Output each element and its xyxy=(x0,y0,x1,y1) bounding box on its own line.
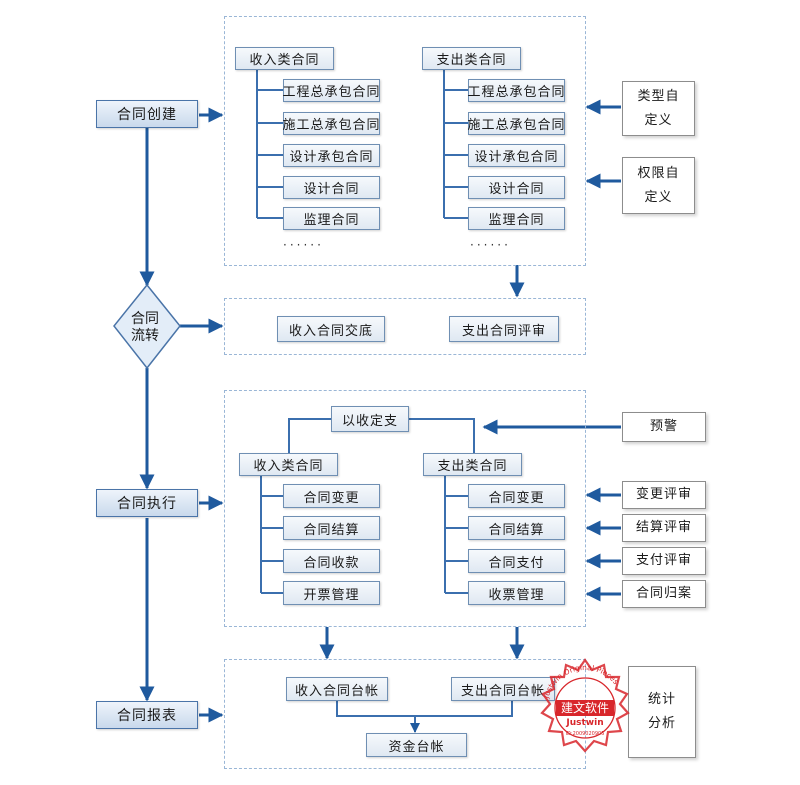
svg-text:Justwin Original Pieces: Justwin Original Pieces xyxy=(541,663,620,700)
stage-create[interactable]: 合同创建 xyxy=(96,100,198,128)
create-expense-header[interactable]: 支出类合同 xyxy=(422,47,521,70)
income-ledger-box[interactable]: 收入合同台帐 xyxy=(286,677,388,701)
stage-flow[interactable]: 合同 流转 xyxy=(113,311,177,345)
flow-group xyxy=(224,298,586,355)
tree-execute-expense xyxy=(444,474,468,594)
stage-report[interactable]: 合同报表 xyxy=(96,701,198,729)
create-expense-item[interactable]: 监理合同 xyxy=(468,207,565,230)
flow-decision-diamond xyxy=(113,283,181,370)
tree-report-merge xyxy=(336,700,513,732)
create-income-item[interactable]: 工程总承包合同 xyxy=(283,79,380,102)
execute-income-item[interactable]: 合同结算 xyxy=(283,516,380,540)
stage-flow-line1: 合同 xyxy=(131,311,159,327)
side-archive[interactable]: 合同归案 xyxy=(622,580,706,608)
seal-serial-text: ID:2009020905 xyxy=(566,731,605,737)
income-handover-box[interactable]: 收入合同交底 xyxy=(277,316,385,342)
side-settle-review[interactable]: 结算评审 xyxy=(622,514,706,542)
execute-income-item[interactable]: 合同变更 xyxy=(283,484,380,508)
tree-create-income xyxy=(256,69,283,219)
create-expense-item[interactable]: 设计合同 xyxy=(468,176,565,199)
execute-income-header[interactable]: 收入类合同 xyxy=(239,453,338,476)
seal-center-text: 建文软件 xyxy=(561,700,609,715)
create-income-item[interactable]: 设计承包合同 xyxy=(283,144,380,167)
execute-income-item[interactable]: 合同收款 xyxy=(283,549,380,573)
create-income-item[interactable]: 设计合同 xyxy=(283,176,380,199)
create-group xyxy=(224,16,586,266)
side-pay-review[interactable]: 支付评审 xyxy=(622,547,706,575)
side-change-review[interactable]: 变更评审 xyxy=(622,481,706,509)
expense-review-box[interactable]: 支出合同评审 xyxy=(449,316,559,342)
execute-expense-item[interactable]: 合同变更 xyxy=(468,484,565,508)
side-warning[interactable]: 预警 xyxy=(622,412,706,442)
create-income-item[interactable]: 施工总承包合同 xyxy=(283,112,380,135)
execute-expense-item[interactable]: 收票管理 xyxy=(468,581,565,605)
fund-ledger-box[interactable]: 资金台帐 xyxy=(366,733,467,757)
create-expense-item[interactable]: 设计承包合同 xyxy=(468,144,565,167)
seal-ring-text: Justwin Original Pieces xyxy=(541,663,620,700)
side-permission-define[interactable]: 权限自定义 xyxy=(622,157,695,214)
create-expense-item[interactable]: 工程总承包合同 xyxy=(468,79,565,102)
execute-group xyxy=(224,390,586,627)
stage-execute[interactable]: 合同执行 xyxy=(96,489,198,517)
execute-expense-item[interactable]: 合同结算 xyxy=(468,516,565,540)
revenue-determines-expense-box[interactable]: 以收定支 xyxy=(331,406,409,432)
create-income-header[interactable]: 收入类合同 xyxy=(235,47,334,70)
expense-ledger-box[interactable]: 支出合同台帐 xyxy=(451,677,555,701)
create-expense-item[interactable]: 施工总承包合同 xyxy=(468,112,565,135)
tree-execute-top xyxy=(288,418,475,454)
seal-brand-text: Justwin xyxy=(565,718,603,728)
create-income-ellipsis: ······ xyxy=(283,238,324,252)
create-income-item[interactable]: 监理合同 xyxy=(283,207,380,230)
execute-expense-item[interactable]: 合同支付 xyxy=(468,549,565,573)
execute-expense-header[interactable]: 支出类合同 xyxy=(423,453,522,476)
stage-flow-line2: 流转 xyxy=(131,328,159,344)
seal-icon: Justwin Original Pieces 建文软件 Justwin ID:… xyxy=(540,658,630,753)
execute-income-item[interactable]: 开票管理 xyxy=(283,581,380,605)
tree-execute-income xyxy=(260,474,283,594)
tree-create-expense xyxy=(443,69,468,219)
side-type-define[interactable]: 类型自定义 xyxy=(622,81,695,136)
create-expense-ellipsis: ······ xyxy=(470,238,511,252)
